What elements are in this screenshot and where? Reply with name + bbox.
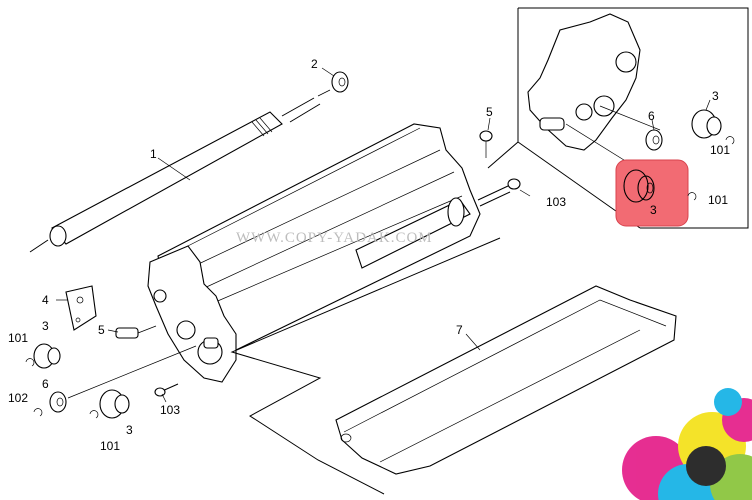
callout-3-left-upper: 3 — [42, 319, 49, 333]
screw-part-right — [479, 130, 493, 158]
callout-3-inset-upper: 3 — [712, 89, 719, 103]
callout-5-left: 5 — [98, 323, 105, 337]
bracket-part — [65, 285, 97, 331]
callout-3-left-lower: 3 — [126, 423, 133, 437]
callout-5-right: 5 — [486, 105, 493, 119]
screw-103-right — [507, 178, 521, 190]
roller-assembly — [29, 97, 321, 253]
callout-103-right: 103 — [546, 195, 566, 209]
callout-103-lower: 103 — [160, 403, 180, 417]
cmyk-circles-logo — [622, 388, 752, 500]
callout-2: 2 — [311, 57, 318, 71]
callout-3-inset-highlight: 3 — [650, 203, 657, 217]
watermark-text: WWW.COPY-YADAK.COM — [236, 230, 433, 246]
screw-part-left — [115, 325, 157, 339]
callout-labels: 1 2 3 3 3 3 4 5 5 6 6 7 101 101 101 101 … — [8, 57, 730, 453]
callout-102: 102 — [8, 391, 28, 405]
callout-101-left-lower: 101 — [100, 439, 120, 453]
cleaning-tray — [230, 237, 677, 495]
callout-101-inset-lower: 101 — [708, 193, 728, 207]
bearing-part — [317, 71, 349, 97]
callout-1: 1 — [150, 147, 157, 161]
drum-unit-frame — [147, 123, 511, 383]
callout-6-left: 6 — [42, 377, 49, 391]
pulley-left-lower — [89, 389, 130, 419]
detail-inset — [487, 7, 749, 229]
pulley-left-upper — [25, 343, 61, 369]
callout-6-inset: 6 — [648, 109, 655, 123]
callout-101-inset-upper: 101 — [710, 143, 730, 157]
callout-101-left-upper: 101 — [8, 331, 28, 345]
callout-leaders — [56, 67, 711, 403]
highlighted-part-3[interactable] — [615, 159, 689, 227]
screw-103-lower — [154, 383, 179, 397]
callout-7: 7 — [456, 323, 463, 337]
gear-left — [33, 345, 197, 417]
callout-4: 4 — [42, 293, 49, 307]
